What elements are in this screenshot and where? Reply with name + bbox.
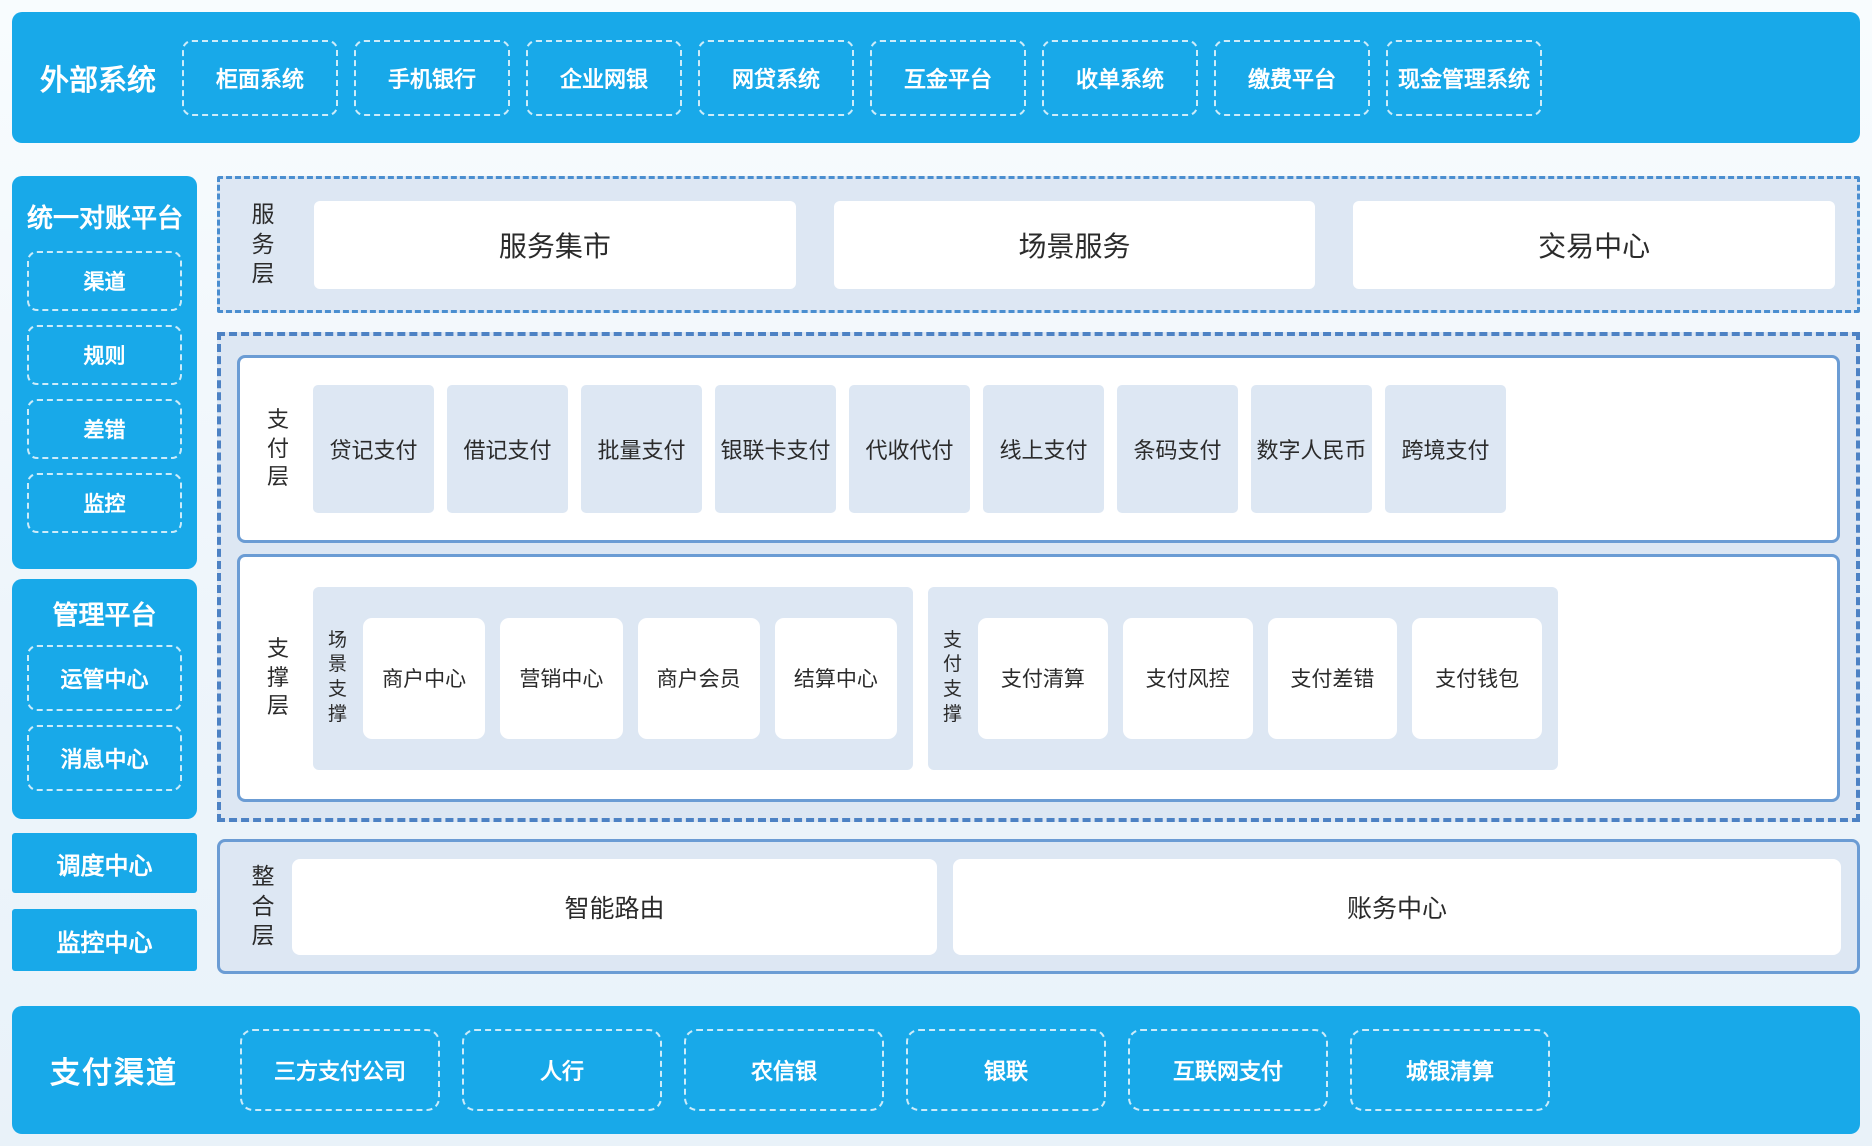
management-platform-block: 管理平台 运管中心 消息中心 bbox=[12, 579, 197, 819]
external-systems-items: 柜面系统 手机银行 企业网银 网贷系统 互金平台 收单系统 缴费平台 现金管理系… bbox=[182, 39, 1542, 116]
management-items: 运管中心 消息中心 bbox=[27, 645, 182, 791]
payment-support-group: 支付支撑 支付清算 支付风控 支付差错 支付钱包 bbox=[928, 586, 1558, 770]
support-layer-panel: 支撑层 场景支撑 商户中心 营销中心 商户会员 结算中心 支付支撑 支付清算 支… bbox=[237, 554, 1840, 802]
external-system-box: 互金平台 bbox=[870, 39, 1026, 116]
external-system-box: 网贷系统 bbox=[698, 39, 854, 116]
payment-channel-box: 农信银 bbox=[684, 1029, 884, 1111]
external-system-box: 手机银行 bbox=[354, 39, 510, 116]
external-system-box: 柜面系统 bbox=[182, 39, 338, 116]
scene-support-label: 场景支撑 bbox=[327, 629, 347, 725]
payment-item-box: 银联卡支付 bbox=[715, 385, 836, 513]
payment-item-box: 贷记支付 bbox=[313, 385, 434, 513]
payment-item-box: 代收代付 bbox=[849, 385, 970, 513]
service-item-box: 场景服务 bbox=[833, 200, 1316, 289]
external-systems-bar: 外部系统 柜面系统 手机银行 企业网银 网贷系统 互金平台 收单系统 缴费平台 … bbox=[12, 12, 1860, 143]
payment-channels-bar: 支付渠道 三方支付公司 人行 农信银 银联 互联网支付 城银清算 bbox=[12, 1006, 1860, 1134]
payment-item-box: 跨境支付 bbox=[1385, 385, 1506, 513]
payment-support-item: 支付风控 bbox=[1122, 617, 1253, 739]
diagram-body: 统一对账平台 渠道 规则 差错 监控 管理平台 运管中心 消息中心 调度中心 监… bbox=[12, 176, 1860, 974]
scene-support-item: 商户会员 bbox=[637, 617, 760, 739]
payment-support-label: 支付支撑 bbox=[942, 629, 962, 725]
service-item-box: 服务集市 bbox=[314, 200, 796, 289]
external-systems-title: 外部系统 bbox=[40, 64, 157, 97]
core-dashed-container: 支付层 贷记支付 借记支付 批量支付 银联卡支付 代收代付 线上支付 条码支付 … bbox=[217, 332, 1860, 822]
integration-layer-panel: 整合层 智能路由 账务中心 bbox=[217, 839, 1860, 974]
reconciliation-item: 差错 bbox=[27, 399, 182, 459]
reconciliation-items: 渠道 规则 差错 监控 bbox=[27, 251, 182, 533]
external-system-box: 企业网银 bbox=[526, 39, 682, 116]
payment-item-box: 线上支付 bbox=[983, 385, 1104, 513]
reconciliation-item: 规则 bbox=[27, 325, 182, 385]
payment-item-box: 条码支付 bbox=[1117, 385, 1238, 513]
payment-layer-label: 支付层 bbox=[266, 407, 289, 490]
support-layer-label: 支撑层 bbox=[266, 636, 289, 719]
payment-channel-box: 人行 bbox=[462, 1029, 662, 1111]
management-item: 运管中心 bbox=[27, 645, 182, 711]
payment-channels-items: 三方支付公司 人行 农信银 银联 互联网支付 城银清算 bbox=[240, 1029, 1550, 1111]
scene-support-item: 结算中心 bbox=[774, 617, 897, 739]
service-item-box: 交易中心 bbox=[1353, 200, 1836, 289]
payment-item-box: 数字人民币 bbox=[1251, 385, 1372, 513]
scene-support-item: 商户中心 bbox=[363, 617, 486, 739]
payment-channel-box: 三方支付公司 bbox=[240, 1029, 440, 1111]
management-item: 消息中心 bbox=[27, 725, 182, 791]
payment-item-box: 借记支付 bbox=[447, 385, 568, 513]
scene-support-item: 营销中心 bbox=[500, 617, 623, 739]
left-platform-column: 统一对账平台 渠道 规则 差错 监控 管理平台 运管中心 消息中心 调度中心 监… bbox=[12, 176, 197, 974]
payment-channel-box: 互联网支付 bbox=[1128, 1029, 1328, 1111]
reconciliation-item: 监控 bbox=[27, 473, 182, 533]
service-layer-label: 服务层 bbox=[251, 200, 275, 287]
integration-item-box: 智能路由 bbox=[292, 858, 937, 955]
monitoring-center-box: 监控中心 bbox=[12, 909, 197, 971]
payment-channel-box: 银联 bbox=[906, 1029, 1106, 1111]
layers-column: 服务层 服务集市 场景服务 交易中心 支付层 贷记支付 借记支付 批量支付 银联… bbox=[217, 176, 1860, 974]
reconciliation-title: 统一对账平台 bbox=[27, 203, 184, 233]
payment-channel-box: 城银清算 bbox=[1350, 1029, 1550, 1111]
external-system-box: 收单系统 bbox=[1042, 39, 1198, 116]
payment-channels-title: 支付渠道 bbox=[50, 1057, 178, 1090]
payment-layer-panel: 支付层 贷记支付 借记支付 批量支付 银联卡支付 代收代付 线上支付 条码支付 … bbox=[237, 355, 1840, 543]
management-title: 管理平台 bbox=[52, 600, 157, 630]
integration-item-box: 账务中心 bbox=[953, 858, 1841, 955]
scheduling-center-box: 调度中心 bbox=[12, 833, 197, 893]
scene-support-group: 场景支撑 商户中心 营销中心 商户会员 结算中心 bbox=[313, 586, 913, 770]
integration-layer-label: 整合层 bbox=[251, 862, 275, 949]
external-system-box: 缴费平台 bbox=[1214, 39, 1370, 116]
payment-support-item: 支付差错 bbox=[1267, 617, 1398, 739]
payment-support-item: 支付清算 bbox=[978, 617, 1108, 739]
external-system-box: 现金管理系统 bbox=[1386, 39, 1542, 116]
payment-support-item: 支付钱包 bbox=[1412, 617, 1542, 739]
service-layer-panel: 服务层 服务集市 场景服务 交易中心 bbox=[217, 176, 1860, 313]
payment-item-box: 批量支付 bbox=[581, 385, 702, 513]
reconciliation-platform-block: 统一对账平台 渠道 规则 差错 监控 bbox=[12, 176, 197, 569]
reconciliation-item: 渠道 bbox=[27, 251, 182, 311]
